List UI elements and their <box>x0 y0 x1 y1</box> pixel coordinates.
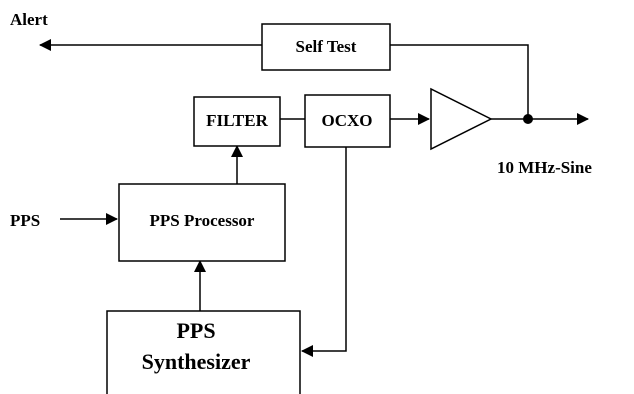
filter-block: FILTER <box>193 96 281 147</box>
pps-synthesizer-label-line2: Synthesizer <box>142 349 251 374</box>
self-test-label: Self Test <box>296 37 357 56</box>
connectors <box>39 39 589 357</box>
ocxo-block: OCXO <box>304 94 391 148</box>
selftest-feedback-line <box>390 44 529 119</box>
alert-label: Alert <box>10 10 48 29</box>
filter-label: FILTER <box>206 111 268 130</box>
self-test-block: Self Test <box>261 23 391 71</box>
ocxo-synthesizer-arrow <box>301 147 347 357</box>
output-label: 10 MHz-Sine <box>497 158 592 177</box>
junction-dot <box>523 114 533 124</box>
pps-input-label: PPS <box>10 211 40 230</box>
pps-synthesizer-label-line1: PPS <box>176 318 215 343</box>
ocxo-label: OCXO <box>322 111 373 130</box>
pps-synthesizer-block: PPS Synthesizer <box>106 310 301 394</box>
pps-processor-block: PPS Processor <box>118 183 286 262</box>
amplifier-triangle <box>430 87 493 151</box>
pps-processor-label: PPS Processor <box>150 211 255 230</box>
